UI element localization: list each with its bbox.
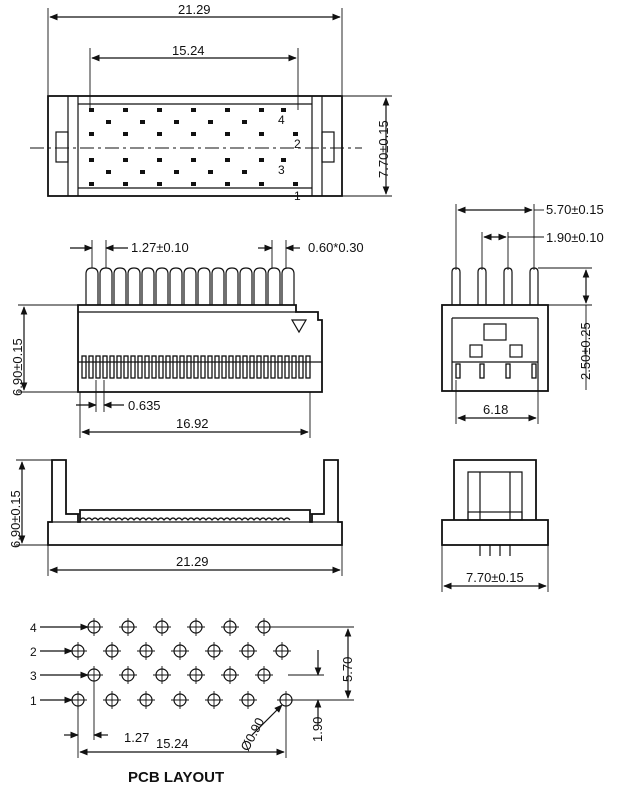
rear-dim-height: 6.90±0.15 — [8, 490, 23, 548]
front-upper-pins — [85, 267, 295, 305]
top-dim-height: 7.70±0.15 — [376, 120, 391, 178]
side-view: 5.70±0.15 1.90±0.10 2.50±0.25 — [441, 202, 604, 424]
top-pin-grid — [89, 108, 298, 186]
top-view: 21.29 15.24 4 2 3 1 — [30, 2, 392, 203]
pcb-layout: 4 2 3 1 — [30, 618, 355, 786]
front-dim-height: 6.90±0.15 — [10, 338, 25, 396]
front-dim-pitch: 1.27±0.10 — [131, 240, 189, 255]
rear-view: 6.90±0.15 21.29 — [8, 459, 343, 576]
side-dim-body-width: 6.18 — [483, 402, 508, 417]
end-view: 7.70±0.15 — [441, 459, 549, 592]
top-pin-label-3: 3 — [278, 163, 285, 177]
top-dim-pin-span: 15.24 — [172, 43, 205, 58]
pcb-dim-total-height: 5.70 — [340, 657, 355, 682]
pcb-dim-span: 15.24 — [156, 736, 189, 751]
top-pin-label-2: 2 — [294, 137, 301, 151]
front-view: 1.27±0.10 0.60*0.30 — [10, 240, 364, 438]
pcb-row-label-1: 1 — [30, 694, 37, 708]
pcb-dim-pitch: 1.27 — [124, 730, 149, 745]
pcb-row-label-2: 2 — [30, 645, 37, 659]
pcb-row-label-3: 3 — [30, 669, 37, 683]
side-dim-outer-span: 5.70±0.15 — [546, 202, 604, 217]
front-dim-offset: 0.635 — [128, 398, 161, 413]
pcb-dim-hole: Ø0.90 — [237, 715, 267, 753]
pcb-row-label-4: 4 — [30, 621, 37, 635]
front-dim-body-width: 16.92 — [176, 416, 209, 431]
side-dim-pin-height: 2.50±0.25 — [578, 322, 593, 380]
front-lower-pins — [81, 355, 311, 379]
top-pin-label-1: 1 — [294, 189, 301, 203]
pcb-dim-row-pitch: 1.90 — [310, 717, 325, 742]
top-dim-overall-width: 21.29 — [178, 2, 211, 17]
rear-dim-width: 21.29 — [176, 554, 209, 569]
pcb-hole-grid — [69, 618, 295, 709]
front-dim-pin-width: 0.60*0.30 — [308, 240, 364, 255]
side-dim-inner-span: 1.90±0.10 — [546, 230, 604, 245]
pcb-layout-title: PCB LAYOUT — [128, 769, 224, 786]
end-dim-width: 7.70±0.15 — [466, 570, 524, 585]
top-pin-label-4: 4 — [278, 113, 285, 127]
